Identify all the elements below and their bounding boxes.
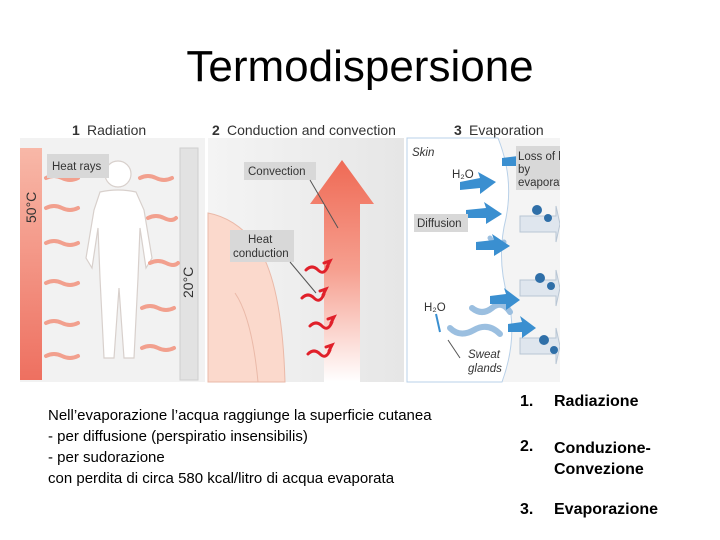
panel-3-heading: 3 Evaporation [454,122,544,138]
h2o-top-label: H₂O [452,169,474,181]
conduction-arrows [300,258,337,358]
convection-arrow [310,160,374,382]
list-item-evaporazione: 3. Evaporazione [520,501,715,519]
list-item-text: Radiazione [554,393,639,410]
diffusion-callout: Diffusion [414,214,468,232]
description-line-3: - per sudorazione [48,449,165,466]
thermometer-hot-label: 50°C [23,192,39,223]
svg-text:Loss of heat: Loss of heat [518,151,560,163]
list-item-number: 1. [520,393,534,410]
description-line-1: Nell’evaporazione l’acqua raggiunge la s… [48,407,432,424]
human-body-illustration [85,160,153,359]
list-item-radiazione: 1. Radiazione [520,393,715,411]
svg-text:by: by [518,164,530,176]
skin-tissue-illustration [406,137,513,383]
heat-conduction-callout: Heat conduction [230,230,317,294]
svg-text:Diffusion: Diffusion [417,218,462,230]
hot-wall: 50°C [20,148,42,380]
skin-label: Skin [412,147,434,159]
svg-text:glands: glands [468,363,502,375]
water-droplets [532,205,558,354]
svg-text:evaporation: evaporation [518,177,560,189]
description-line-4: con perdita di circa 580 kcal/litro di a… [48,470,395,487]
svg-text:1: 1 [72,122,80,138]
heat-rays-callout: Heat rays [47,154,109,178]
svg-text:Sweat: Sweat [468,349,501,361]
thermoregulation-figure: 1 Radiation 2 Conduction and convection … [20,122,560,383]
loss-of-heat-callout: Loss of heat by evaporation [516,146,560,190]
h2o-bottom-label: H₂O [424,302,446,314]
list-item-number: 2. [520,438,534,455]
panel-1-heading: 1 Radiation [72,122,146,138]
description-line-2: - per diffusione (perspiratio insensibil… [48,428,308,445]
panel-2-heading: 2 Conduction and convection [212,122,396,138]
svg-text:Heat: Heat [248,234,273,246]
svg-text:Heat rays: Heat rays [52,161,101,173]
svg-text:2: 2 [212,122,220,138]
list-item-conduzione-convezione: 2. Conduzione-Convezione [520,438,715,480]
list-item-number: 3. [520,501,534,518]
svg-text:Radiation: Radiation [87,122,146,138]
slide-title: Termodispersione [186,42,534,91]
svg-text:conduction: conduction [233,248,289,260]
sweat-glands-label: Sweat glands [447,339,502,375]
svg-text:3: 3 [454,122,462,138]
thermometer-cold-label: 20°C [180,267,196,298]
convection-callout: Convection [244,162,339,229]
h2o-pointer [435,313,441,333]
list-item-text: Conduzione-Convezione [554,440,651,478]
svg-text:Evaporation: Evaporation [469,122,544,138]
svg-text:Conduction and convection: Conduction and convection [227,122,396,138]
list-item-text: Evaporazione [554,501,659,518]
svg-text:Convection: Convection [248,166,306,178]
evaporation-description: Nell’evaporazione l’acqua raggiunge la s… [48,405,518,489]
cold-wall: 20°C [179,147,199,381]
heat-ray-arrows [44,174,180,360]
